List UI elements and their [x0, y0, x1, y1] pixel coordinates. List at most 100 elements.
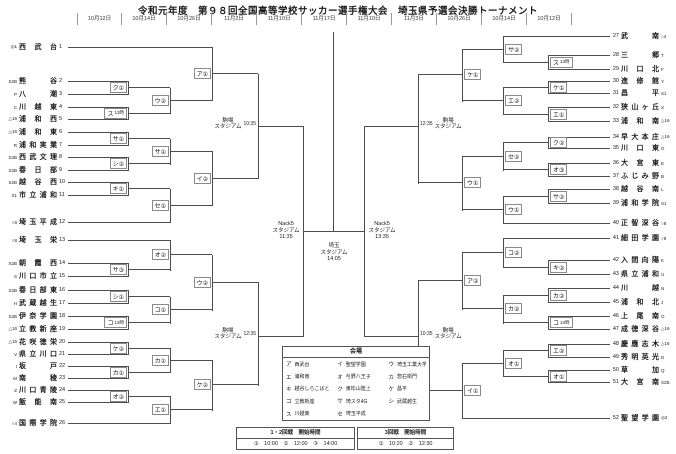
match-venue-code: コ: [553, 321, 560, 327]
team-line-25: [68, 401, 128, 403]
match-venue-code: サ①: [154, 149, 166, 156]
team-number: 16: [59, 287, 66, 293]
page-title: 令和元年度 第９８回全国高等学校サッカー選手権大会 埼玉県予選会決勝トーナメント: [137, 6, 538, 17]
team-number: 8: [59, 154, 63, 160]
match-label-right-r1-5: オ③: [550, 164, 568, 175]
team-line-4: [68, 106, 128, 108]
team-name: 浦和北: [621, 299, 659, 306]
team-line-23: [68, 377, 128, 379]
winner-line: [170, 204, 212, 206]
bracket-line: [128, 342, 129, 355]
bracket-line: [170, 188, 171, 223]
team-number: 47: [612, 326, 619, 332]
team-number: 22: [59, 363, 66, 369]
team-line-9: [68, 169, 128, 171]
date-header-4: 11月2日: [212, 13, 257, 25]
team-name: 春日部: [19, 167, 57, 174]
team-name: 秀明英光: [621, 354, 659, 361]
match-label-right-r1-10: エ②: [550, 345, 568, 356]
team-number: 51: [612, 379, 619, 385]
team-name: 熊谷: [19, 78, 57, 85]
team-line-14: [68, 262, 128, 264]
match-label-left-r1-1: ク①: [109, 82, 127, 93]
bracket-line: [170, 348, 171, 373]
venue-legend-cell: ア西武台: [286, 361, 310, 369]
match-venue-code: ア②: [467, 279, 479, 286]
winner-line: [128, 371, 170, 373]
team-name: 浦和実業: [19, 142, 57, 149]
team-number: 27: [612, 33, 619, 39]
team-mark: M: [13, 375, 17, 381]
team-mark: N: [661, 285, 665, 291]
date-header-7: 11月10日: [347, 13, 392, 25]
team-mark: O: [661, 313, 665, 319]
qf-time: 10:35: [420, 331, 433, 337]
match-label-left-r2-5: コ①: [151, 304, 169, 315]
winner-line: [128, 163, 170, 164]
date-header-5: 11月10日: [257, 13, 302, 25]
winner-line: [503, 61, 548, 63]
venue-legend: 会場ア西武台イ聖望学園ウ埼玉工業大学エ浦和南オ与野八王子カ惣右衛門キ越谷しらこば…: [282, 346, 430, 421]
team-number: 25: [59, 399, 66, 405]
match-label-left-r2-1: ウ②: [151, 94, 169, 106]
team-number: 45: [612, 299, 619, 305]
team-name: 川越東: [19, 104, 57, 111]
bracket-line: [548, 316, 549, 330]
qf-venue: 駒場スタジアム: [434, 118, 462, 130]
team-line-43: [548, 273, 610, 275]
team-mark: △16: [8, 326, 17, 331]
team-line-32: [548, 106, 610, 108]
team-name: 武南: [621, 33, 659, 40]
match-venue-code: サ①: [112, 137, 124, 143]
bracket-line: [128, 81, 129, 95]
venue-legend-cell: カ惣右衛門: [388, 374, 418, 381]
bracket-line: [548, 137, 549, 149]
bracket-line: [128, 390, 129, 403]
match-venue-code: シ①: [112, 295, 124, 301]
team-line-44: [548, 287, 610, 289]
team-mark: S2B: [8, 287, 17, 293]
team-mark: △16: [661, 326, 670, 331]
match-label-left-r3-2: イ②: [193, 172, 211, 184]
date-header-11: 10月12日: [527, 13, 572, 25]
bracket-line: [548, 107, 549, 122]
match-venue-code: エ①: [553, 112, 565, 119]
team-mark: △16: [8, 116, 17, 121]
winner-line: [170, 309, 212, 310]
match-label-right-r1-3: エ①: [550, 108, 568, 120]
team-mark: S2B: [8, 167, 17, 173]
bracket-line: [258, 282, 259, 386]
team-number: 11: [59, 192, 65, 198]
team-name: 越谷南: [621, 186, 659, 193]
match-venue-code: カ②: [553, 293, 565, 300]
team-mark: △16: [661, 134, 670, 139]
match-venue-code: カ②: [508, 307, 520, 314]
team-number: 34: [612, 134, 619, 140]
match-label-left-r1-10: カ①: [109, 366, 127, 378]
bracket-line: [503, 350, 504, 377]
bracket-line: [128, 182, 129, 196]
bracket-line: [462, 49, 463, 102]
bracket-line: [170, 87, 171, 114]
team-mark: ○8: [11, 237, 17, 243]
team-line-48: [548, 343, 610, 345]
winner-line: [462, 308, 503, 310]
team-number: 26: [59, 420, 66, 426]
match-venue-code: ケ①: [553, 85, 565, 92]
match-label-left-r2-2: サ①: [151, 145, 169, 157]
team-number: 35: [612, 145, 619, 151]
team-mark: F: [661, 66, 664, 72]
team-name: 正智深谷: [621, 220, 659, 227]
winner-line: [418, 74, 462, 76]
match-venue-code: オ③: [553, 168, 565, 174]
